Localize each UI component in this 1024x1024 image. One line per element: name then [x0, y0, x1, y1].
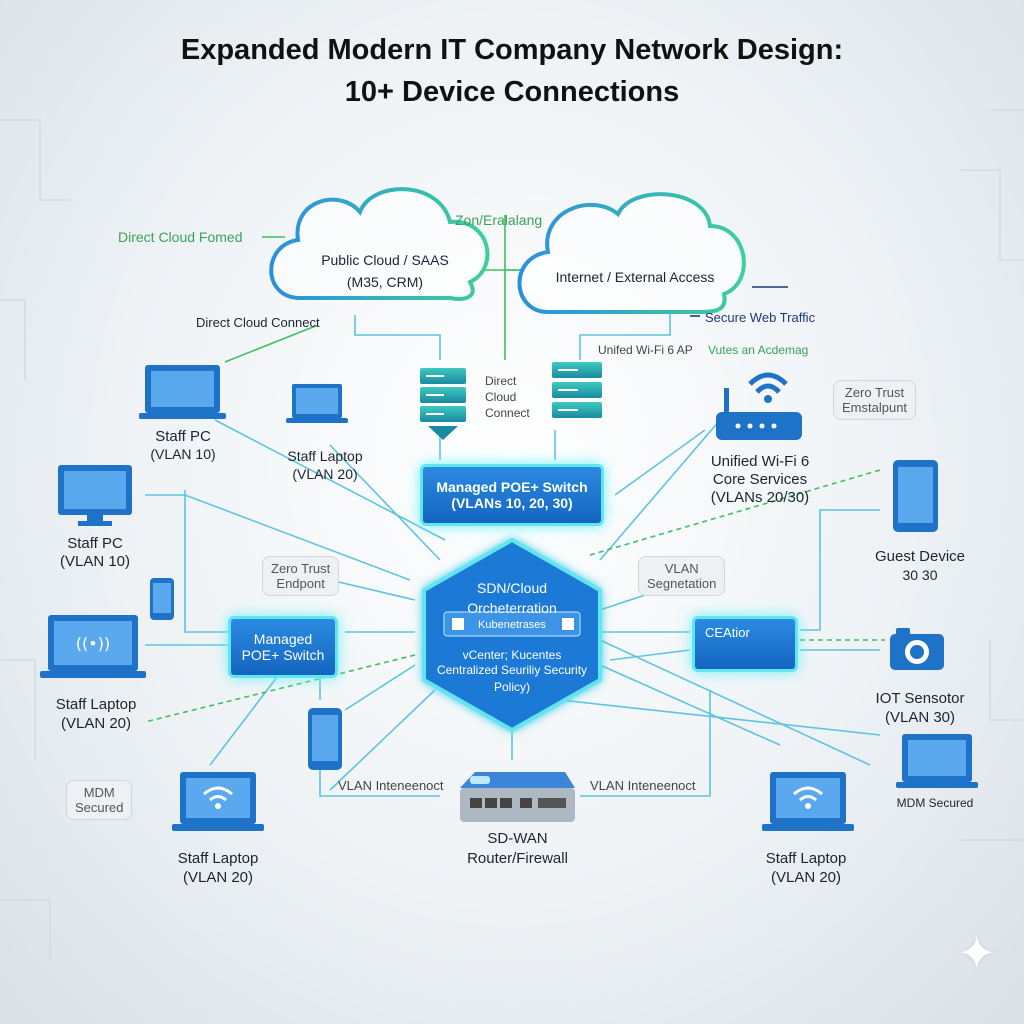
guest-device-vlan: 30 30: [902, 567, 938, 583]
vlan-interconnect-right-label: VLAN Inteneenoct: [590, 778, 696, 793]
zon-eralalang-label: Zon/Eralalang: [455, 212, 543, 228]
web-traffic-links: [690, 286, 788, 317]
staff-laptop-left-name: Staff Laptop: [55, 696, 137, 713]
staff-pc-left-name: Staff PC: [67, 535, 123, 552]
staff-pc-top-vlan: (VLAN 10): [150, 446, 216, 462]
internet-cloud-icon: [517, 192, 746, 314]
monitor-icon: [58, 465, 132, 526]
hub-subpanel-label: Kubenetrases: [478, 619, 546, 631]
public-cloud-icon: [269, 187, 490, 301]
wifi-ap-link-label: Unifed Wi-Fi 6 AP: [598, 343, 693, 357]
staff-pc-top-name: Staff PC: [155, 428, 211, 445]
iot-sensor-name: IOT Sensotor: [875, 690, 965, 707]
mdm-secured-right-label: MDM Secured: [896, 796, 974, 810]
server-icon: [420, 368, 466, 440]
direct-cloud-fomed-label: Direct Cloud Fomed: [118, 229, 243, 245]
wifi-label-2: Core Services: [712, 471, 808, 488]
sdwan-router-icon: [460, 772, 575, 822]
laptop-icon: [762, 772, 854, 831]
hub-title-2: Orcheterration: [467, 600, 557, 616]
hub-subpanel: [443, 611, 581, 637]
secure-web-traffic-label: Secure Web Traffic: [705, 310, 816, 325]
sdwan-router-label-2: Router/Firewall: [467, 850, 568, 867]
hub-line-5: Policy): [493, 680, 530, 694]
vutes-acdemag-label: Vutes an Acdemag: [708, 343, 809, 357]
network-links: [145, 269, 881, 797]
hub-line-3: vCenter; Kucentes: [462, 648, 562, 662]
staff-laptop-bottom-left-name: Staff Laptop: [177, 850, 259, 867]
hub-title-1: SDN/Cloud: [476, 580, 548, 596]
direct-cloud-connect-label: Direct Cloud Connect: [196, 315, 320, 330]
staff-laptop-bottom-left-vlan: (VLAN 20): [182, 869, 254, 886]
staff-laptop-left-vlan: (VLAN 20): [60, 715, 132, 732]
guest-device-name: Guest Device: [874, 548, 966, 565]
monitor-icon: [139, 365, 226, 419]
sparkle-icon: ✦: [957, 926, 996, 980]
direct-cloud-connect-stack-1: Direct: [485, 374, 517, 388]
ceatior-box: CEAtior: [692, 616, 798, 672]
server-icon: [552, 362, 602, 418]
camera-icon: [890, 628, 944, 670]
phone-icon: [308, 708, 342, 770]
managed-poe-switch-left: Managed POE+ Switch: [228, 616, 338, 678]
tablet-icon: [893, 460, 938, 532]
laptop-icon: [896, 734, 978, 788]
wifi-label-3: (VLANs 20/30): [710, 489, 810, 506]
public-cloud-label: Public Cloud / SAAS: [321, 252, 449, 268]
vlan-interconnect-left-label: VLAN Inteneenoct: [338, 778, 444, 793]
staff-laptop-top-name: Staff Laptop: [287, 448, 363, 464]
staff-laptop-top-vlan: (VLAN 20): [292, 466, 358, 482]
laptop-icon: [172, 772, 264, 831]
circuit-decoration: [0, 109, 1024, 960]
public-cloud-sublabel: (M35, CRM): [346, 274, 424, 290]
wifi-router-icon: [716, 372, 802, 440]
direct-cloud-connect-stack-3: Connect: [485, 406, 530, 420]
svg-text:((•)): ((•)): [76, 634, 110, 653]
staff-laptop-bottom-right-vlan: (VLAN 20): [770, 869, 842, 886]
phone-icon: [150, 578, 174, 620]
hub-line-4: Centralized Seuriliy Security: [436, 663, 588, 677]
staff-pc-left-vlan: (VLAN 10): [59, 553, 131, 570]
internet-cloud-label: Internet / External Access: [555, 269, 715, 285]
wifi-label-1: Unified Wi-Fi 6: [710, 453, 810, 470]
sdwan-router-label-1: SD-WAN: [487, 830, 548, 847]
staff-laptop-bottom-right-name: Staff Laptop: [765, 850, 847, 867]
managed-poe-switch-top: Managed POE+ Switch (VLANs 10, 20, 30): [420, 464, 604, 526]
laptop-icon: [286, 384, 348, 423]
direct-cloud-connect-stack-2: Cloud: [485, 390, 517, 404]
diagram-title: Expanded Modern IT Company Network Desig…: [180, 34, 844, 66]
iot-sensor-vlan: (VLAN 30): [884, 709, 956, 726]
laptop-icon: ((•)): [40, 615, 146, 678]
cloud-links: [144, 215, 885, 723]
diagram-subtitle: 10+ Device Connections: [344, 76, 680, 108]
